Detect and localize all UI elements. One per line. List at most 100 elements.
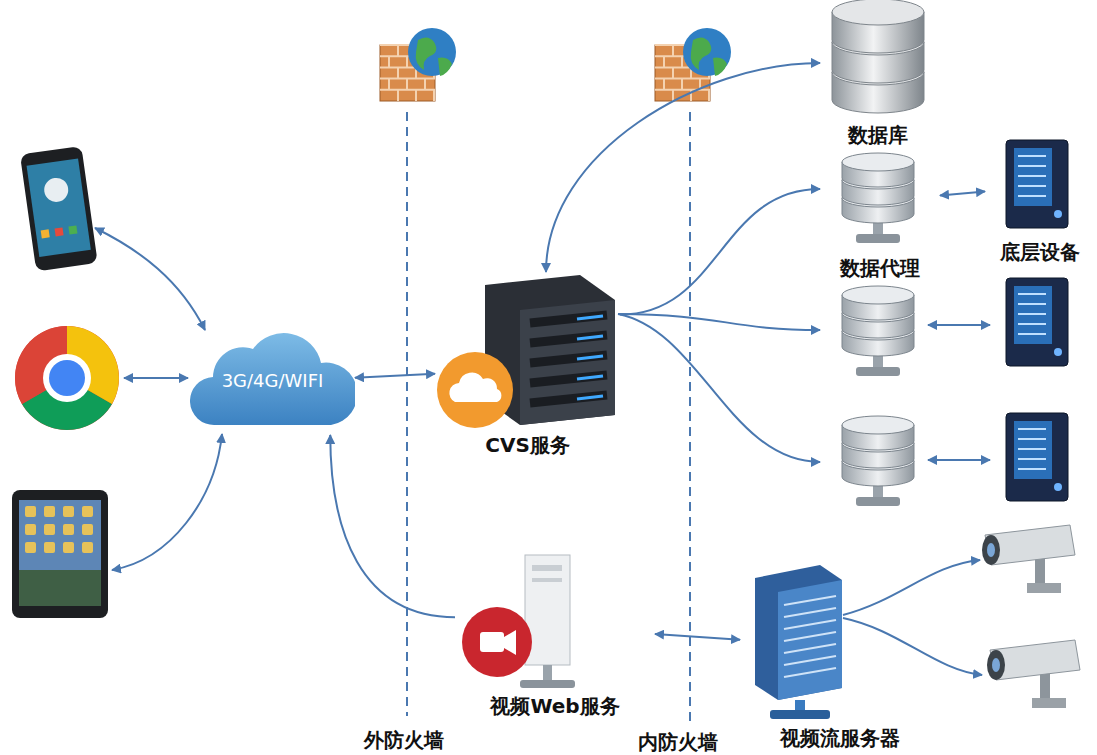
connector-arrow (940, 191, 985, 195)
illustration-part (689, 112, 691, 722)
connector-arrow (355, 374, 435, 378)
illustration-part (388, 56, 390, 67)
illustration-part (124, 377, 188, 379)
node-label: 3G/4G/WIFI (190, 369, 355, 393)
illustration-part (1027, 583, 1061, 593)
connector-arrow (330, 435, 455, 617)
illustration-part (784, 608, 836, 617)
illustration-part (683, 28, 731, 76)
illustration-part (1054, 348, 1062, 356)
illustration-part (1018, 458, 1046, 460)
illustration-part (770, 710, 830, 719)
connector-arrow (655, 634, 740, 640)
illustration-part (784, 644, 836, 653)
connector-arrow (546, 63, 820, 272)
illustration-part (504, 630, 516, 655)
illustration-part (784, 656, 836, 665)
illustration-part (532, 578, 562, 582)
illustration-part (1018, 313, 1046, 315)
illustration-part (530, 335, 607, 343)
illustration-part (15, 326, 119, 430)
illustration-part (672, 67, 674, 78)
illustration-part (755, 565, 842, 700)
illustration-part (82, 542, 93, 553)
illustration-part (397, 45, 399, 56)
node-label: 视频Web服务 (455, 694, 655, 718)
illustration-part (832, 0, 924, 25)
node-label: 底层设备 (985, 240, 1095, 264)
illustration-part (43, 354, 91, 402)
illustration-part (577, 316, 603, 319)
illustration-part (380, 89, 435, 91)
illustration-part (19, 570, 101, 606)
illustration-part (577, 376, 603, 379)
illustration-part (1018, 155, 1046, 157)
illustration-part (532, 565, 562, 571)
illustration-part (1018, 448, 1046, 450)
illustration-part (520, 300, 615, 425)
firewall-label: 内防火墙 (636, 729, 720, 755)
illustration-part (406, 79, 408, 90)
illustration-part (1032, 698, 1066, 708)
illustration-part (82, 524, 93, 535)
illustration-part (655, 89, 710, 91)
illustration-part (1006, 140, 1068, 228)
illustration-part (1018, 428, 1046, 430)
illustration-part (63, 542, 74, 553)
illustration-part (577, 356, 603, 359)
illustration-part (1018, 303, 1046, 305)
illustration-part (530, 315, 607, 323)
illustration-part (406, 56, 408, 67)
illustration-part (1018, 185, 1046, 187)
illustration-part (618, 314, 820, 462)
illustration-part (1018, 323, 1046, 325)
illustration-part (424, 79, 426, 90)
illustration-part (1006, 278, 1068, 366)
illustration-part (1018, 438, 1046, 440)
illustration-part (1014, 421, 1052, 479)
illustration-part (43, 176, 70, 203)
illustration-part (681, 79, 683, 90)
node-label: 数据代理 (820, 256, 940, 280)
illustration-part (82, 506, 93, 517)
node-label: 数据库 (820, 123, 935, 147)
illustration-part (449, 373, 501, 402)
server-node: 数据代理 (820, 150, 940, 280)
illustration-part (778, 580, 842, 700)
illustration-part (928, 324, 990, 326)
illustration-part (19, 500, 101, 606)
illustration-part (1014, 148, 1052, 206)
illustration-part (1018, 468, 1046, 470)
illustration-part (525, 555, 570, 665)
illustration-part (530, 355, 607, 363)
illustration-part (397, 90, 399, 101)
illustration-part (987, 543, 995, 557)
illustration-part (416, 37, 452, 76)
illustration-part (397, 67, 399, 78)
illustration-part (190, 333, 355, 425)
illustration-part (681, 56, 683, 67)
illustration-part (1018, 195, 1046, 197)
illustration-part (1018, 333, 1046, 335)
illustration-part (928, 459, 990, 461)
illustration-part (25, 524, 36, 535)
node-label: 视频流服务器 (740, 726, 940, 750)
server-node: 视频Web服务 (455, 550, 655, 718)
illustration-part (20, 146, 98, 271)
illustration-part (95, 228, 205, 330)
illustration-part (708, 90, 710, 101)
illustration-part (663, 79, 665, 90)
server-node: 视频流服务器 (740, 560, 940, 750)
illustration-part (406, 112, 408, 716)
illustration-part (1018, 175, 1046, 177)
illustration-part (672, 45, 674, 56)
illustration-part (27, 159, 91, 257)
illustration-part (663, 56, 665, 67)
illustration-part (1006, 413, 1068, 501)
illustration-part (618, 314, 820, 330)
illustration-part (1014, 286, 1052, 344)
illustration-part (1054, 210, 1062, 218)
connector-arrow (620, 189, 820, 315)
